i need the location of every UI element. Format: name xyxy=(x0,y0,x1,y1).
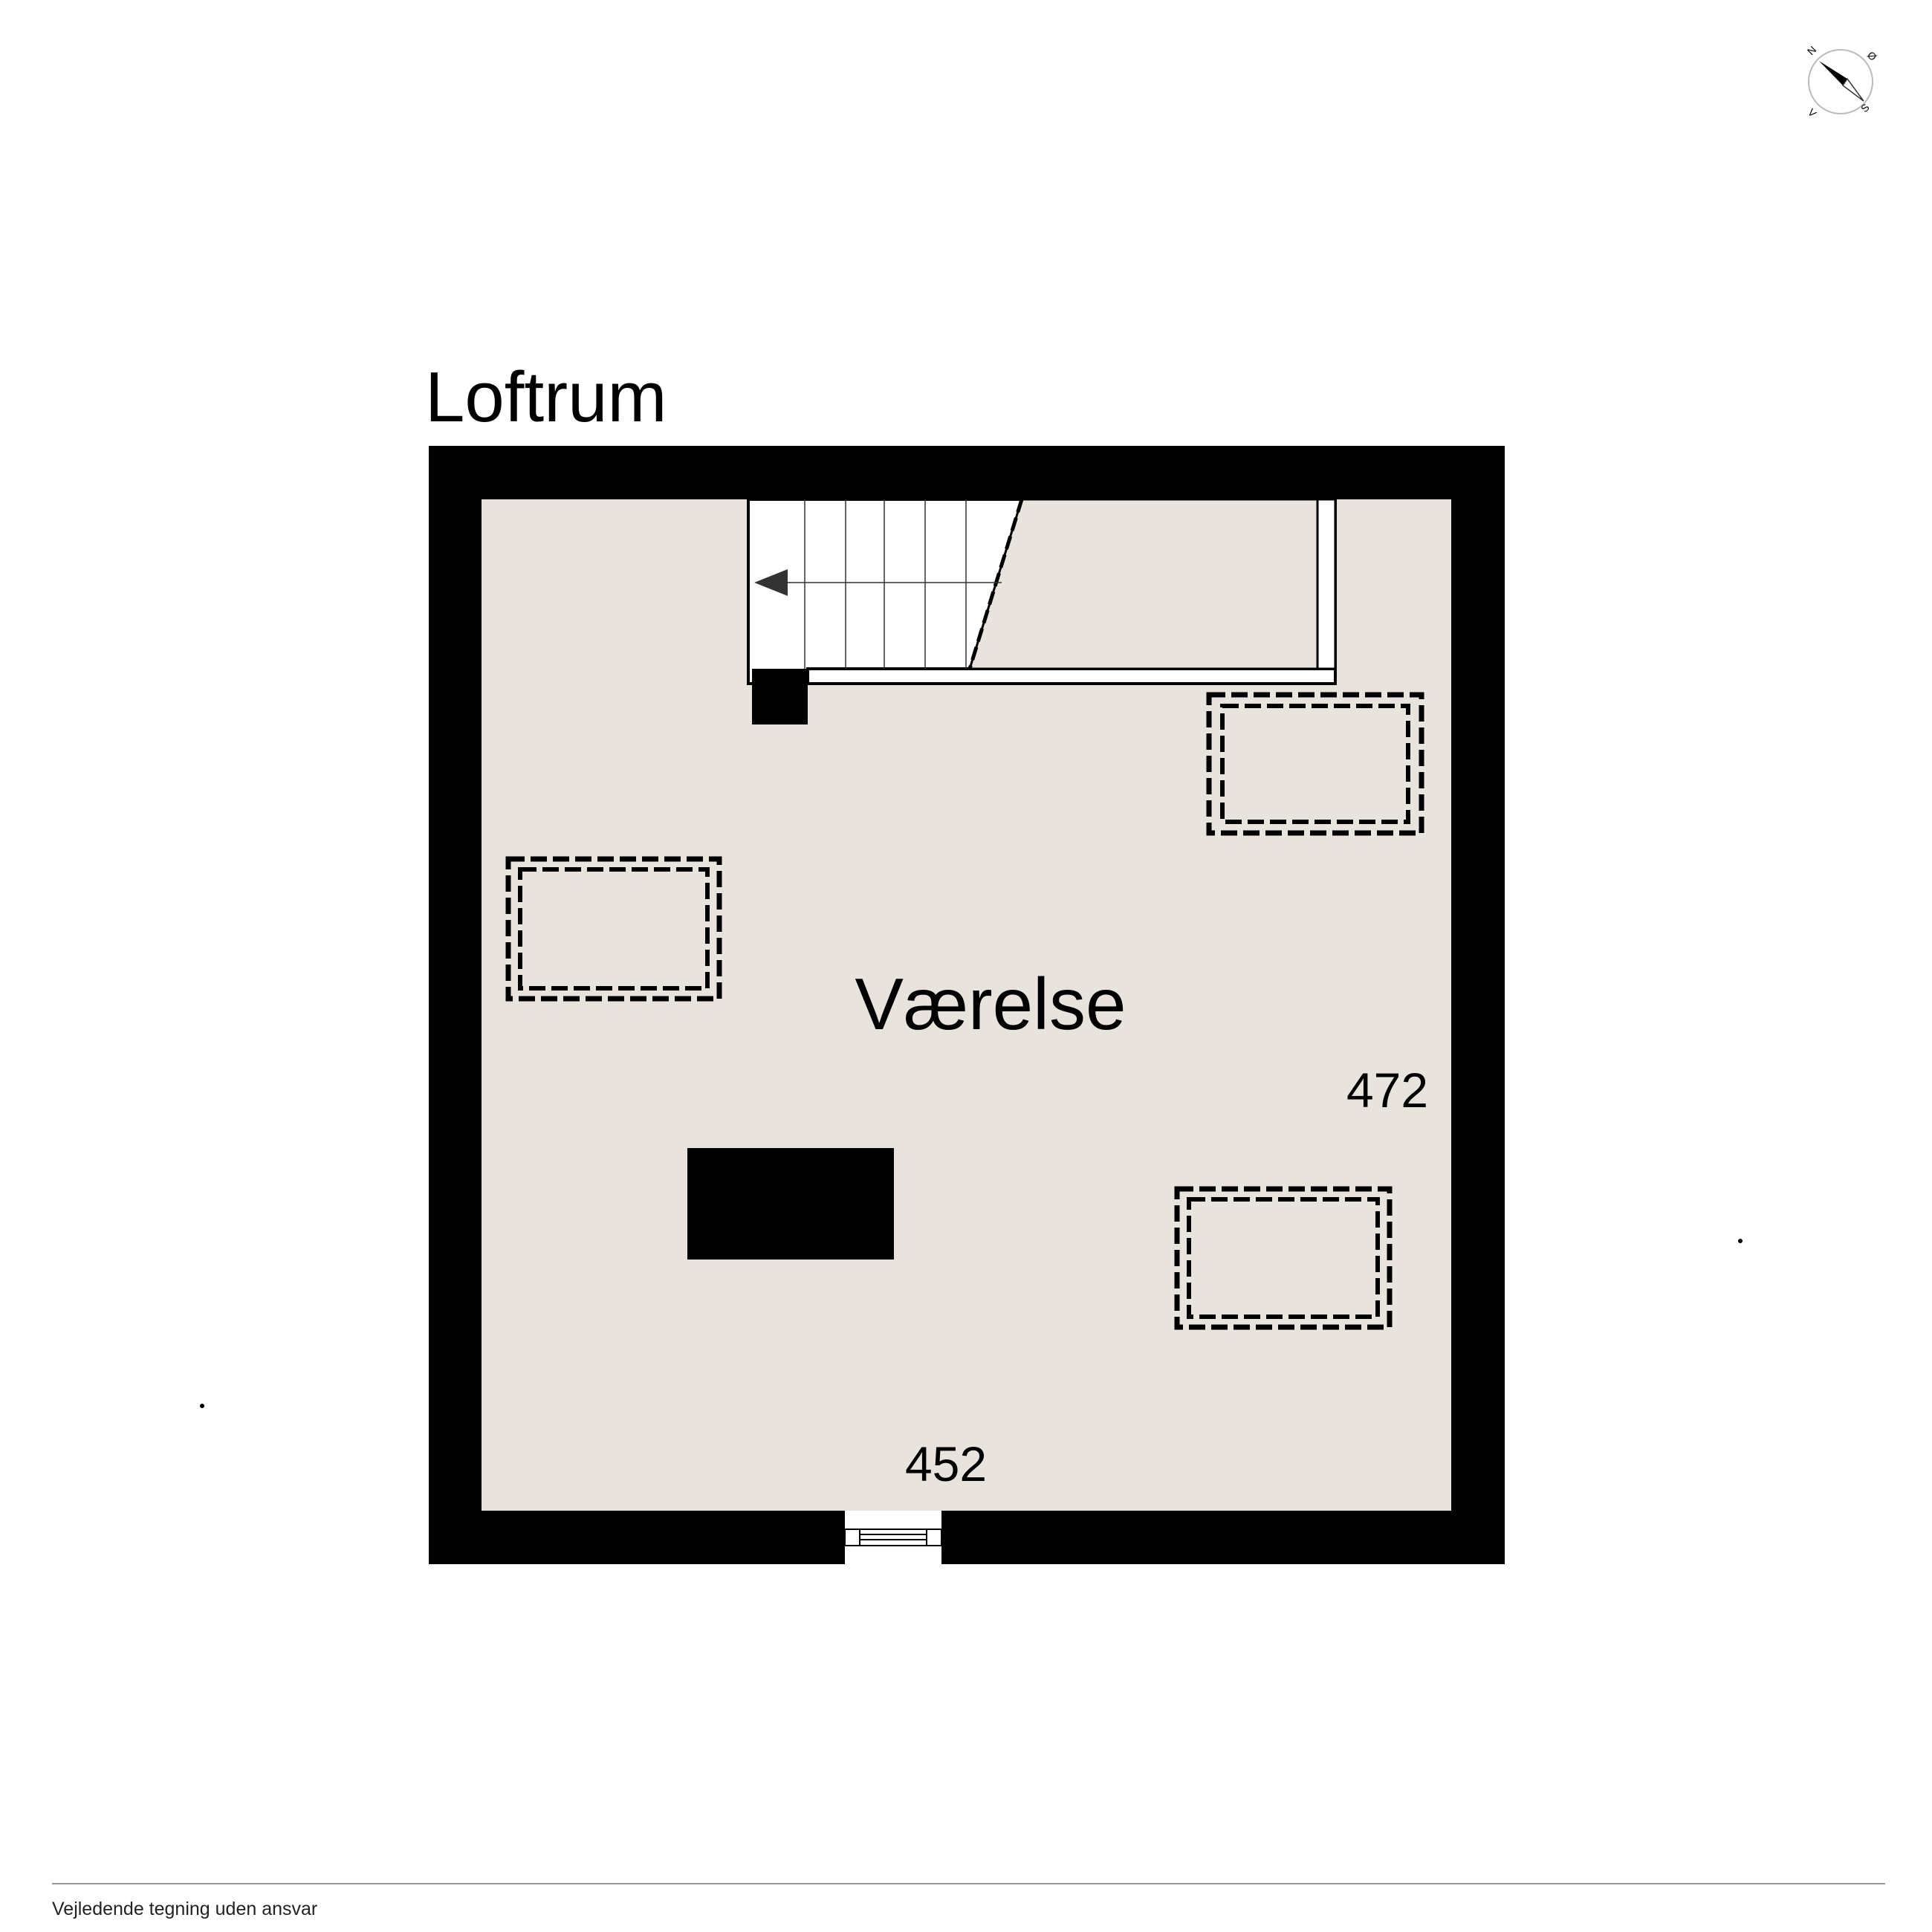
dot xyxy=(200,1404,204,1408)
compass-north: N xyxy=(1805,44,1818,57)
room-name: Værelse xyxy=(855,963,1127,1045)
chimney-post xyxy=(752,669,808,724)
stair-direction-arrow-icon xyxy=(754,569,788,596)
window xyxy=(844,1511,942,1564)
skylight xyxy=(1174,1186,1393,1330)
compass-icon: N Ø S V xyxy=(1805,44,1879,120)
compass-east: Ø xyxy=(1865,49,1879,63)
footer-disclaimer: Vejledende tegning uden ansvar xyxy=(52,1899,317,1919)
staircase xyxy=(747,498,1337,724)
dot xyxy=(1738,1239,1743,1243)
floor-title: Loftrum xyxy=(425,357,667,437)
compass-west: V xyxy=(1806,106,1819,120)
chimney-block xyxy=(687,1148,894,1260)
room-dimension-width: 452 xyxy=(905,1436,987,1491)
skylight xyxy=(1206,692,1424,836)
compass-south: S xyxy=(1858,101,1872,114)
room-dimension-height: 472 xyxy=(1346,1063,1428,1118)
skylight xyxy=(505,856,722,1002)
